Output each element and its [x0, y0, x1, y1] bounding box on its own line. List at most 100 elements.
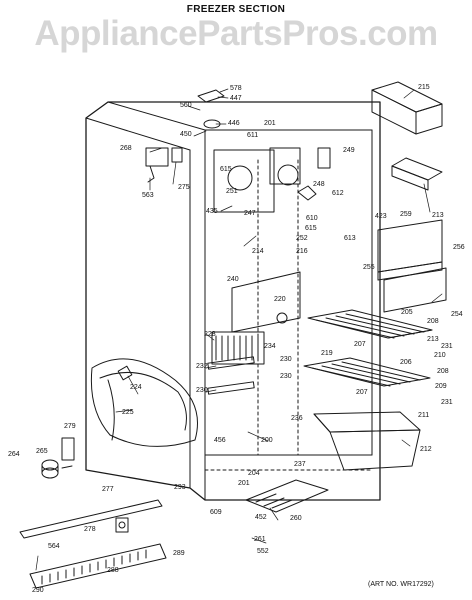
label-255: 255 [363, 264, 375, 271]
label-207-lower: 207 [356, 389, 368, 396]
label-289: 289 [173, 550, 185, 557]
label-215: 215 [418, 84, 430, 91]
label-563: 563 [142, 192, 154, 199]
label-230-b: 230 [280, 373, 292, 380]
wire-shelf-lower [303, 357, 431, 387]
rails-230 [207, 356, 255, 395]
label-452: 452 [255, 514, 267, 521]
label-252: 252 [296, 235, 308, 242]
label-240: 240 [227, 276, 239, 283]
top-hardware [197, 89, 225, 129]
label-225: 225 [122, 409, 134, 416]
label-204: 204 [248, 470, 260, 477]
label-564: 564 [48, 543, 60, 550]
evaporator-coil-228 [211, 331, 265, 365]
label-237: 237 [294, 461, 306, 468]
door-shelf-215 [371, 81, 443, 135]
wire-shelf-upper [307, 309, 433, 339]
label-456: 456 [214, 437, 226, 444]
flexible-tube-225 [90, 358, 198, 447]
label-265: 265 [36, 448, 48, 455]
label-236: 236 [291, 415, 303, 422]
label-612: 612 [332, 190, 344, 197]
label-210: 210 [434, 352, 446, 359]
label-224: 224 [130, 384, 142, 391]
ice-tray-213 [391, 157, 443, 191]
label-277: 277 [102, 486, 114, 493]
label-275: 275 [178, 184, 190, 191]
label-423: 423 [375, 213, 387, 220]
label-230-a: 230 [280, 356, 292, 363]
label-290: 290 [32, 587, 44, 594]
label-208-lower: 208 [437, 368, 449, 375]
label-268: 268 [120, 145, 132, 152]
rail-277 [19, 499, 163, 539]
label-248: 248 [313, 181, 325, 188]
label-278: 278 [84, 526, 96, 533]
label-228: 228 [204, 331, 216, 338]
fan-cover-259 [377, 219, 443, 281]
label-615-upper: 615 [220, 166, 232, 173]
label-213-upper: 213 [432, 212, 444, 219]
basket-212 [313, 411, 421, 471]
label-201-bottom: 201 [238, 480, 250, 487]
label-610: 610 [306, 215, 318, 222]
label-288: 288 [107, 567, 119, 574]
label-279: 279 [64, 423, 76, 430]
label-200: 200 [261, 437, 273, 444]
label-219: 219 [321, 350, 333, 357]
panel-254 [383, 267, 447, 313]
label-220: 220 [274, 296, 286, 303]
evaporator-assembly [213, 147, 331, 213]
art-number: (ART NO. WR17292) [368, 581, 434, 588]
label-209: 209 [435, 383, 447, 390]
label-260: 260 [290, 515, 302, 522]
label-609: 609 [210, 509, 222, 516]
label-213-lower: 213 [427, 336, 439, 343]
label-615-lower: 615 [305, 225, 317, 232]
label-447: 447 [230, 95, 242, 102]
diagram-title: FREEZER SECTION [186, 4, 286, 15]
watermark: AppliancePartsPros.com [34, 14, 438, 53]
label-230-c: 230 [196, 387, 208, 394]
label-446: 446 [228, 120, 240, 127]
label-251: 251 [226, 188, 238, 195]
label-435: 435 [206, 208, 218, 215]
label-552: 552 [257, 548, 269, 555]
label-249: 249 [343, 147, 355, 154]
label-232: 232 [196, 363, 208, 370]
label-206: 206 [400, 359, 412, 366]
label-293: 293 [174, 484, 186, 491]
label-611: 611 [247, 132, 259, 139]
label-578: 578 [230, 85, 242, 92]
label-214: 214 [252, 248, 264, 255]
label-259: 259 [400, 211, 412, 218]
hinge-278 [115, 517, 129, 533]
label-256: 256 [453, 244, 465, 251]
grille-288 [29, 543, 167, 589]
label-216: 216 [296, 248, 308, 255]
label-231-upper: 231 [441, 343, 453, 350]
label-261: 261 [254, 536, 266, 543]
label-613: 613 [344, 235, 356, 242]
divider-214 [231, 271, 301, 333]
bumper-264 [41, 459, 73, 479]
label-560: 560 [180, 102, 192, 109]
control-housing-568 [145, 147, 183, 183]
leader-lines [35, 88, 443, 571]
label-211: 211 [418, 412, 430, 419]
cabinet-outline [85, 101, 381, 501]
label-201-top: 201 [264, 120, 276, 127]
label-207-upper: 207 [354, 341, 366, 348]
label-231-lower: 231 [441, 399, 453, 406]
label-450: 450 [180, 131, 192, 138]
label-234: 234 [264, 343, 276, 350]
label-205: 205 [401, 309, 413, 316]
label-208-upper: 208 [427, 318, 439, 325]
label-254: 254 [451, 311, 463, 318]
bracket-279 [61, 437, 75, 461]
label-212: 212 [420, 446, 432, 453]
label-264: 264 [8, 451, 20, 458]
